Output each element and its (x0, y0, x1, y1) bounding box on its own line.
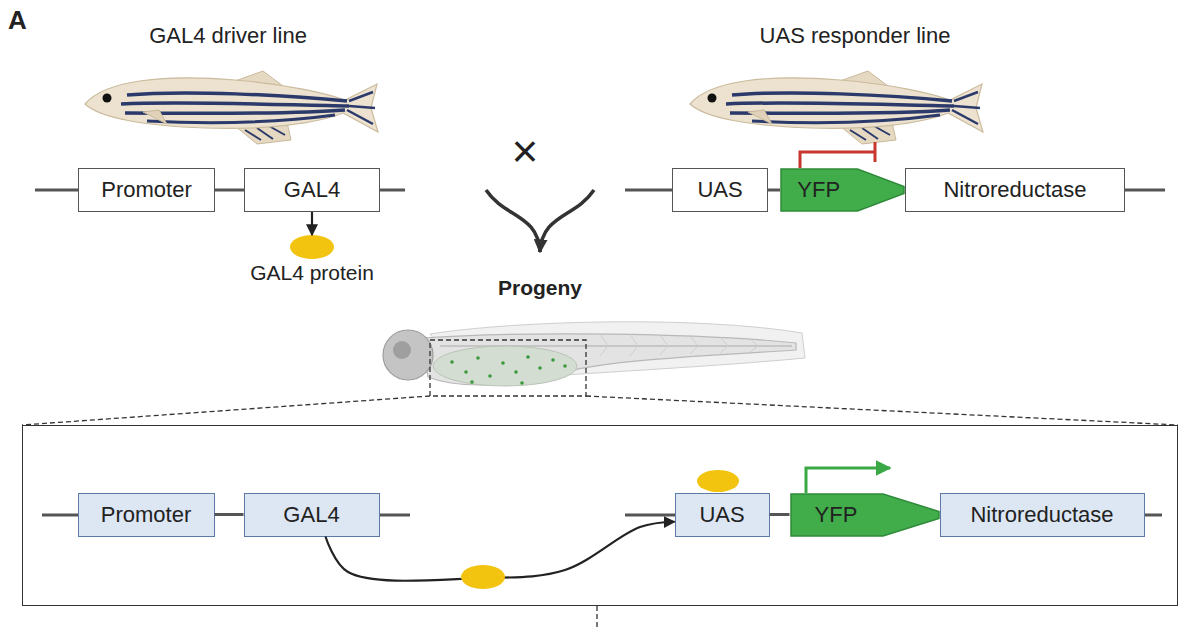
reporter-arrow-box: YFP (790, 493, 940, 537)
node-label: GAL4 (284, 177, 340, 202)
gal4-protein-symbol (461, 565, 505, 589)
merge-arrow (486, 190, 540, 252)
body-stripe (127, 93, 347, 101)
yolk (433, 346, 577, 386)
protein-ellipse: GAL4 protein (290, 235, 334, 259)
body-stripe (121, 103, 349, 106)
dna-link (215, 189, 244, 192)
larva-eye (393, 341, 411, 359)
transcription-arrow (806, 468, 890, 493)
gene-box: GAL4 (244, 168, 380, 212)
node-label: YFP (815, 502, 858, 527)
zoom-line (22, 396, 430, 425)
cell-dot (551, 358, 555, 362)
cell-dot (464, 370, 468, 374)
cell-dot (563, 364, 567, 368)
pectoral-fin (748, 110, 772, 124)
cell-dot (520, 381, 524, 385)
body-stripe (752, 115, 940, 123)
node-label: UAS (699, 502, 744, 527)
node-label: GAL4 protein (250, 261, 374, 285)
cell-dot (514, 370, 518, 374)
body-stripe (732, 93, 952, 101)
zoom-panel: Promoter GAL4 UAS YFP Nitroreductase (22, 425, 1178, 606)
node-label: Nitroreductase (970, 502, 1113, 527)
fish-eye (103, 94, 112, 103)
tail-stripe (952, 92, 980, 124)
uas-box: UAS (672, 168, 768, 212)
progeny-label: Progeny (465, 276, 615, 299)
cell-dot (501, 361, 505, 365)
reporter-arrow-outline (791, 494, 939, 536)
protein-ellipse-shape (290, 235, 334, 259)
node-text-holder: YFP (790, 493, 883, 537)
continuation-line (596, 606, 597, 630)
promoter-box: Promoter (78, 168, 215, 212)
flow-arrow (311, 212, 313, 235)
node-label: Nitroreductase (943, 177, 1086, 202)
reporter-arrow-outline (781, 169, 904, 211)
node-label: GAL4 (283, 502, 339, 527)
line-title: UAS responder line (700, 24, 1010, 48)
reporter-arrow-shape (790, 493, 940, 537)
node-text-holder: YFP (780, 168, 858, 212)
gene-box: Nitroreductase (905, 168, 1125, 212)
somites (600, 334, 758, 356)
node-label: UAS (697, 177, 742, 202)
cell-dot (476, 356, 480, 360)
cell-dot (470, 380, 474, 384)
merge-arrow (540, 190, 594, 252)
labelled-cells (450, 355, 567, 385)
panel-letter: A (8, 6, 48, 35)
zebrafish-illustration (85, 71, 378, 144)
zebrafish-illustration (690, 71, 983, 144)
body-stripe (726, 103, 954, 106)
node-label: Promoter (101, 177, 191, 202)
cell-dot (526, 355, 530, 359)
larva-head (383, 330, 433, 380)
cell-dot (538, 366, 542, 370)
cross-symbol: × (495, 126, 555, 177)
gal4-protein-symbol (697, 470, 739, 492)
node-text-holder: GAL4 protein (210, 261, 414, 285)
cell-dot (450, 360, 454, 364)
dna-link (768, 189, 780, 192)
dna-link (770, 513, 790, 516)
node-label: Promoter (101, 502, 191, 527)
reporter-arrow-box: YFP (780, 168, 905, 212)
protein-ellipse-fill (290, 235, 334, 259)
dna-link (215, 513, 244, 516)
gene-box: GAL4 (244, 493, 380, 537)
fish-eye (708, 94, 717, 103)
uas-box: UAS (675, 493, 770, 537)
gene-box: Nitroreductase (940, 493, 1145, 537)
larva-illustration (383, 322, 805, 396)
line-title: GAL4 driver line (78, 24, 378, 48)
pectoral-fin (143, 110, 167, 124)
tail-stripe (347, 92, 375, 124)
body-stripe (147, 115, 335, 123)
fish-body (85, 78, 378, 132)
zoom-line (586, 396, 1178, 425)
cell-dot (488, 374, 492, 378)
zoom-region (430, 340, 586, 396)
node-label: YFP (797, 177, 840, 202)
promoter-box: Promoter (78, 493, 215, 537)
fish-body (690, 78, 983, 132)
inhibition-symbol (800, 142, 875, 168)
